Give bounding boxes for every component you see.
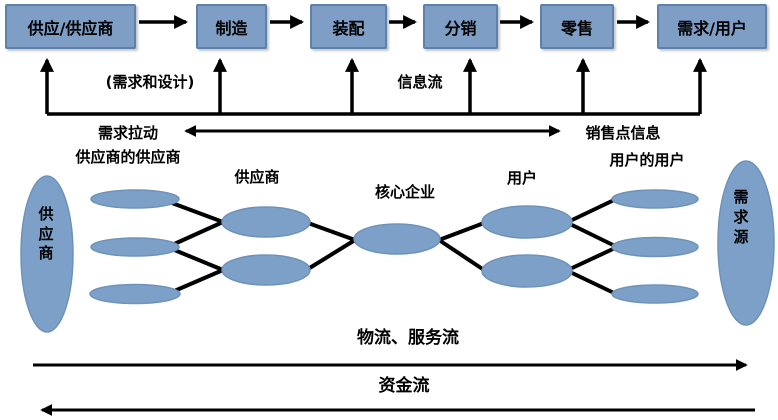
users-user-node-3 [611,284,699,304]
link-ss1-s1 [171,201,224,224]
link-u2-uu3 [569,270,615,295]
process-box-supply: 供应/供应商 [5,4,136,49]
logistics-flow-label: 物流、服务流 [357,328,459,348]
link-ss2-s1 [171,220,224,247]
process-box-assembly: 装配 [310,4,387,49]
info-feedback-bus [40,57,707,116]
link-u1-uu2 [569,222,616,248]
supply-source-label: 供应商 [38,205,54,262]
process-box-manufacture: 制造 [196,4,267,49]
process-box-label: 分销 [444,18,477,38]
pos-info-label: 销售点信息 [585,124,661,142]
link-ss3-s2 [171,268,224,294]
process-box-label: 制造 [215,18,248,38]
demand-source-label: 需求源 [733,188,749,246]
user-node-1 [481,205,573,239]
users-user-node-2 [611,236,699,258]
supplier-node-2 [221,254,311,286]
link-s1-core [307,221,356,242]
suppliers-supplier-node-2 [90,237,180,257]
supply-source-ellipse [20,175,74,333]
link-ss2-s2 [171,247,224,272]
demand-design-label: (需求和设计) [105,73,195,91]
process-box-label: 装配 [332,18,365,38]
users-user-label: 用户的用户 [609,151,685,169]
supplier-node-1 [221,206,311,238]
suppliers-supplier-node-3 [89,283,181,305]
link-s2-core [306,238,357,271]
user-node-2 [481,254,573,288]
process-box-label: 零售 [560,18,593,38]
capital-flow-label: 资金流 [378,376,430,396]
process-box-retail: 零售 [540,4,614,49]
process-box-label: 需求/用户 [677,18,747,38]
link-u2-uu2 [569,246,616,271]
link-u1-uu1 [569,198,615,223]
process-box-distribution: 分销 [423,4,498,49]
network-nodes [20,160,775,333]
info-flow-label: 信息流 [397,73,443,91]
core-enterprise-node [353,223,441,255]
users-user-node-1 [611,189,699,209]
suppliers-supplier-label: 供应商的供应商 [75,148,181,166]
link-core-u2 [437,238,486,272]
demand-source-ellipse [717,160,775,326]
core-enterprise-label: 核心企业 [374,183,436,201]
network-links [171,198,616,295]
demand-pull-label: 需求拉动 [97,124,159,142]
process-box-demand: 需求/用户 [657,4,767,49]
link-core-u1 [438,221,485,242]
supplier-label: 供应商 [234,168,280,186]
bottom-flow-arrows [33,359,755,416]
process-box-label: 供应/供应商 [27,18,114,38]
user-label: 用户 [506,169,538,187]
suppliers-supplier-node-1 [90,189,180,209]
